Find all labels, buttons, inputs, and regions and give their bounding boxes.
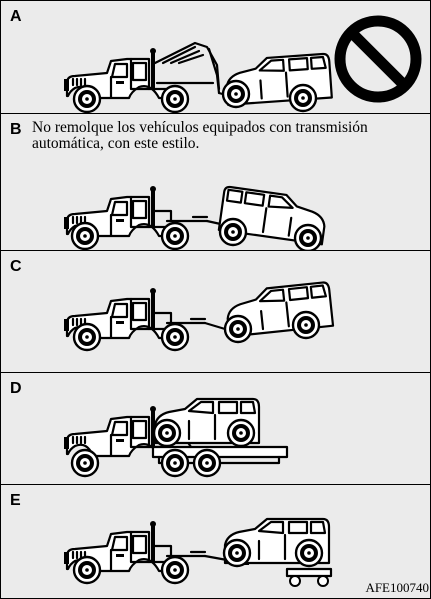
- panel-label-a: A: [10, 8, 22, 25]
- wheel-lift-tow-illustration: [62, 15, 422, 114]
- rear-lift-tow-illustration: [62, 184, 326, 251]
- tow-dolly: [285, 567, 333, 587]
- panel-label-d: D: [10, 380, 22, 397]
- panel-label-e: E: [10, 492, 21, 509]
- front-lift-tow-illustration: [62, 280, 335, 352]
- panel-a: A: [1, 1, 430, 114]
- panel-e: E AFE100740: [1, 485, 430, 598]
- prohibited-icon: [334, 15, 422, 103]
- panel-c: C: [1, 251, 430, 373]
- dolly-tow-illustration: [62, 517, 333, 587]
- panel-note-b: No remolque los vehículos equipados con …: [32, 119, 368, 152]
- flatbed-tow-illustration: [62, 397, 289, 478]
- panel-b: B No remolque los vehículos equipados co…: [1, 114, 430, 251]
- figure-code: AFE100740: [365, 580, 429, 595]
- panel-d: D: [1, 373, 430, 485]
- panel-label-b: B: [10, 121, 22, 138]
- panel-label-c: C: [10, 258, 22, 275]
